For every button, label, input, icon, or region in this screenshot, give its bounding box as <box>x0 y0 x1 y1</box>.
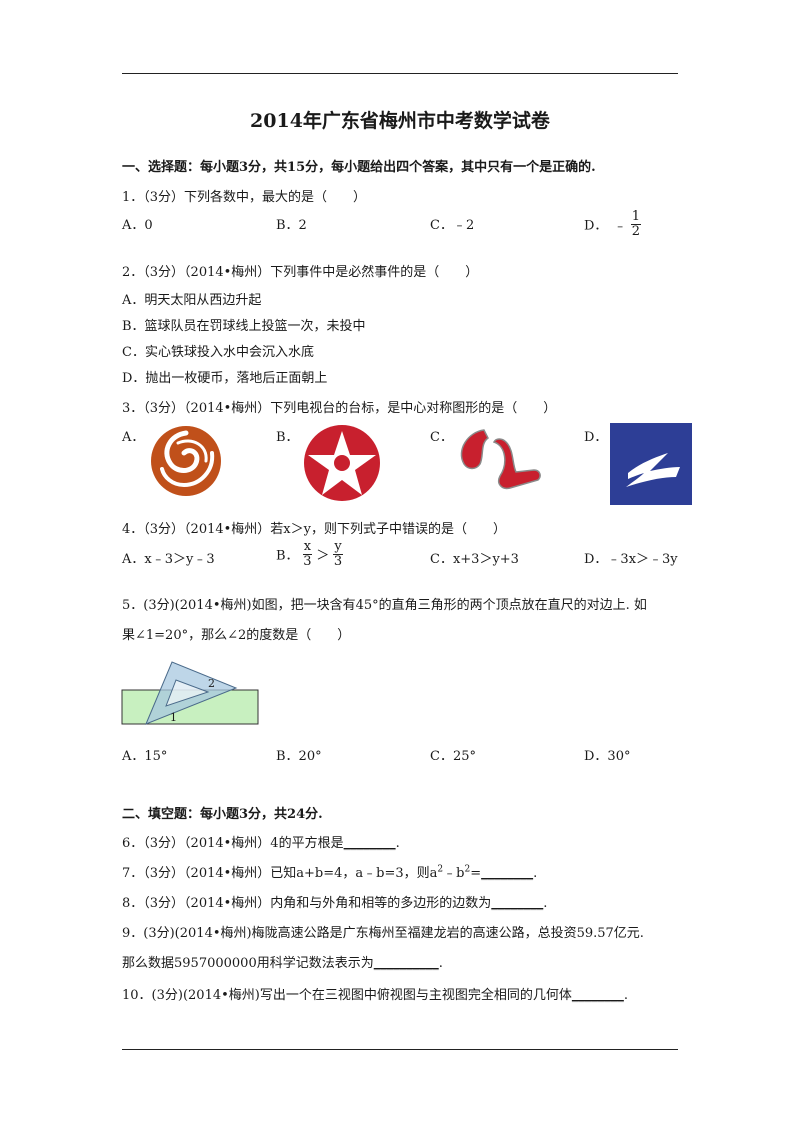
figure-angle-label-1: 1 <box>170 711 177 724</box>
fraction-numerator: 1 <box>630 209 642 225</box>
question-4-option-b: B． x 3 ＞ y 3 <box>276 540 343 568</box>
fraction-numerator: y <box>333 539 343 555</box>
period: . <box>438 956 443 971</box>
answer-blank: ________ <box>571 988 624 1003</box>
question-3-option-b: B． <box>276 430 299 445</box>
question-9-text: 那么数据5957000000用科学记数法表示为 <box>122 956 374 971</box>
fraction-denominator: 3 <box>333 553 343 569</box>
question-10-text: 10．(3分)(2014•梅州)写出一个在三视图中俯视图与主视图完全相同的几何体 <box>122 988 572 1003</box>
option-d-sign: ﹣ <box>613 218 627 234</box>
fraction-numerator: x <box>302 539 313 555</box>
answer-blank: ________ <box>491 896 544 911</box>
option-b-label: B． <box>276 548 299 564</box>
question-7-text: 7．（3分）（2014•梅州）已知a+b=4，a﹣b=3，则a <box>122 866 438 881</box>
logo-b-star-icon <box>304 425 380 501</box>
question-6-text: 6．（3分）（2014•梅州）4的平方根是 <box>122 836 344 851</box>
fraction-x-over-3: x 3 <box>302 539 313 569</box>
question-1-option-a: A．0 <box>122 218 153 233</box>
answer-blank: __________ <box>373 956 439 971</box>
question-10: 10．(3分)(2014•梅州)写出一个在三视图中俯视图与主视图完全相同的几何体… <box>122 984 628 1003</box>
question-5-option-d: D．30° <box>584 749 631 764</box>
bottom-rule <box>122 1049 678 1050</box>
logo-c-ribbon-icon <box>460 429 541 490</box>
question-3-option-a: A． <box>122 430 145 445</box>
fraction-denominator: 2 <box>631 223 641 239</box>
fraction-one-half: 1 2 <box>630 209 642 239</box>
question-2-option-a: A．明天太阳从西边升起 <box>122 293 262 308</box>
question-4-option-c: C．x+3＞y+3 <box>430 552 519 567</box>
question-1-option-b: B．2 <box>276 218 307 233</box>
fraction-y-over-3: y 3 <box>333 539 343 569</box>
question-4-stem: 4．（3分）（2014•梅州）若x＞y，则下列式子中错误的是（ ） <box>122 522 506 537</box>
page-title: 2014年广东省梅州市中考数学试卷 <box>250 110 550 132</box>
section-2-heading: 二、填空题：每小题3分，共24分. <box>122 807 323 822</box>
period: . <box>623 988 628 1003</box>
question-2-option-b: B．篮球队员在罚球线上投篮一次，未投中 <box>122 319 366 334</box>
question-4-option-d: D．﹣3x＞﹣3y <box>584 552 678 567</box>
question-1-option-c: C．﹣2 <box>430 218 475 233</box>
question-5-stem-line-1: 5．(3分)(2014•梅州)如图，把一块含有45°的直角三角形的两个顶点放在直… <box>122 598 647 613</box>
question-9-line-1: 9．(3分)(2014•梅州)梅陇高速公路是广东梅州至福建龙岩的高速公路，总投资… <box>122 926 644 941</box>
logo-d-wave-icon <box>610 423 692 505</box>
answer-blank: ________ <box>343 836 396 851</box>
equals-sign: = <box>470 866 482 881</box>
question-4-option-a: A．x﹣3＞y﹣3 <box>122 552 215 567</box>
question-8: 8．（3分）（2014•梅州）内角和与外角和相等的多边形的边数为________… <box>122 892 547 911</box>
ruler-triangle-figure <box>121 661 259 725</box>
logo-a-swirl-icon <box>151 426 221 496</box>
option-d-label: D． <box>584 218 608 234</box>
period: . <box>533 866 538 881</box>
question-6: 6．（3分）（2014•梅州）4的平方根是________. <box>122 832 400 851</box>
question-3-option-c: C． <box>430 430 453 445</box>
section-1-heading: 一、选择题：每小题3分，共15分，每小题给出四个答案，其中只有一个是正确的. <box>122 160 596 175</box>
period: . <box>543 896 548 911</box>
question-5-option-a: A．15° <box>122 749 168 764</box>
question-2-option-d: D．抛出一枚硬币，落地后正面朝上 <box>122 371 328 386</box>
answer-blank: ________ <box>481 866 534 881</box>
figure-angle-label-2: 2 <box>208 677 215 690</box>
period: . <box>395 836 400 851</box>
question-9-line-2: 那么数据5957000000用科学记数法表示为__________. <box>122 952 443 971</box>
question-1-option-d: D． ﹣ 1 2 <box>584 209 642 239</box>
question-5-option-b: B．20° <box>276 749 322 764</box>
question-7-mid: ﹣b <box>443 866 465 881</box>
question-7: 7．（3分）（2014•梅州）已知a+b=4，a﹣b=3，则a2﹣b2=____… <box>122 862 537 881</box>
question-2-stem: 2．（3分）（2014•梅州）下列事件中是必然事件的是（ ） <box>122 265 479 280</box>
fraction-denominator: 3 <box>303 553 312 569</box>
exponent: 2 <box>464 864 471 875</box>
question-1-stem: 1．（3分）下列各数中，最大的是（ ） <box>122 190 367 205</box>
question-5-stem-line-2: 果∠1=20°，那么∠2的度数是（ ） <box>122 628 351 643</box>
question-3-stem: 3．（3分）（2014•梅州）下列电视台的台标，是中心对称图形的是（ ） <box>122 401 557 416</box>
top-rule <box>122 73 678 74</box>
question-8-text: 8．（3分）（2014•梅州）内角和与外角和相等的多边形的边数为 <box>122 896 492 911</box>
exponent: 2 <box>437 864 444 875</box>
question-5-option-c: C．25° <box>430 749 476 764</box>
greater-than-sign: ＞ <box>316 548 330 564</box>
question-2-option-c: C．实心铁球投入水中会沉入水底 <box>122 345 314 360</box>
question-3-option-d: D． <box>584 430 608 445</box>
